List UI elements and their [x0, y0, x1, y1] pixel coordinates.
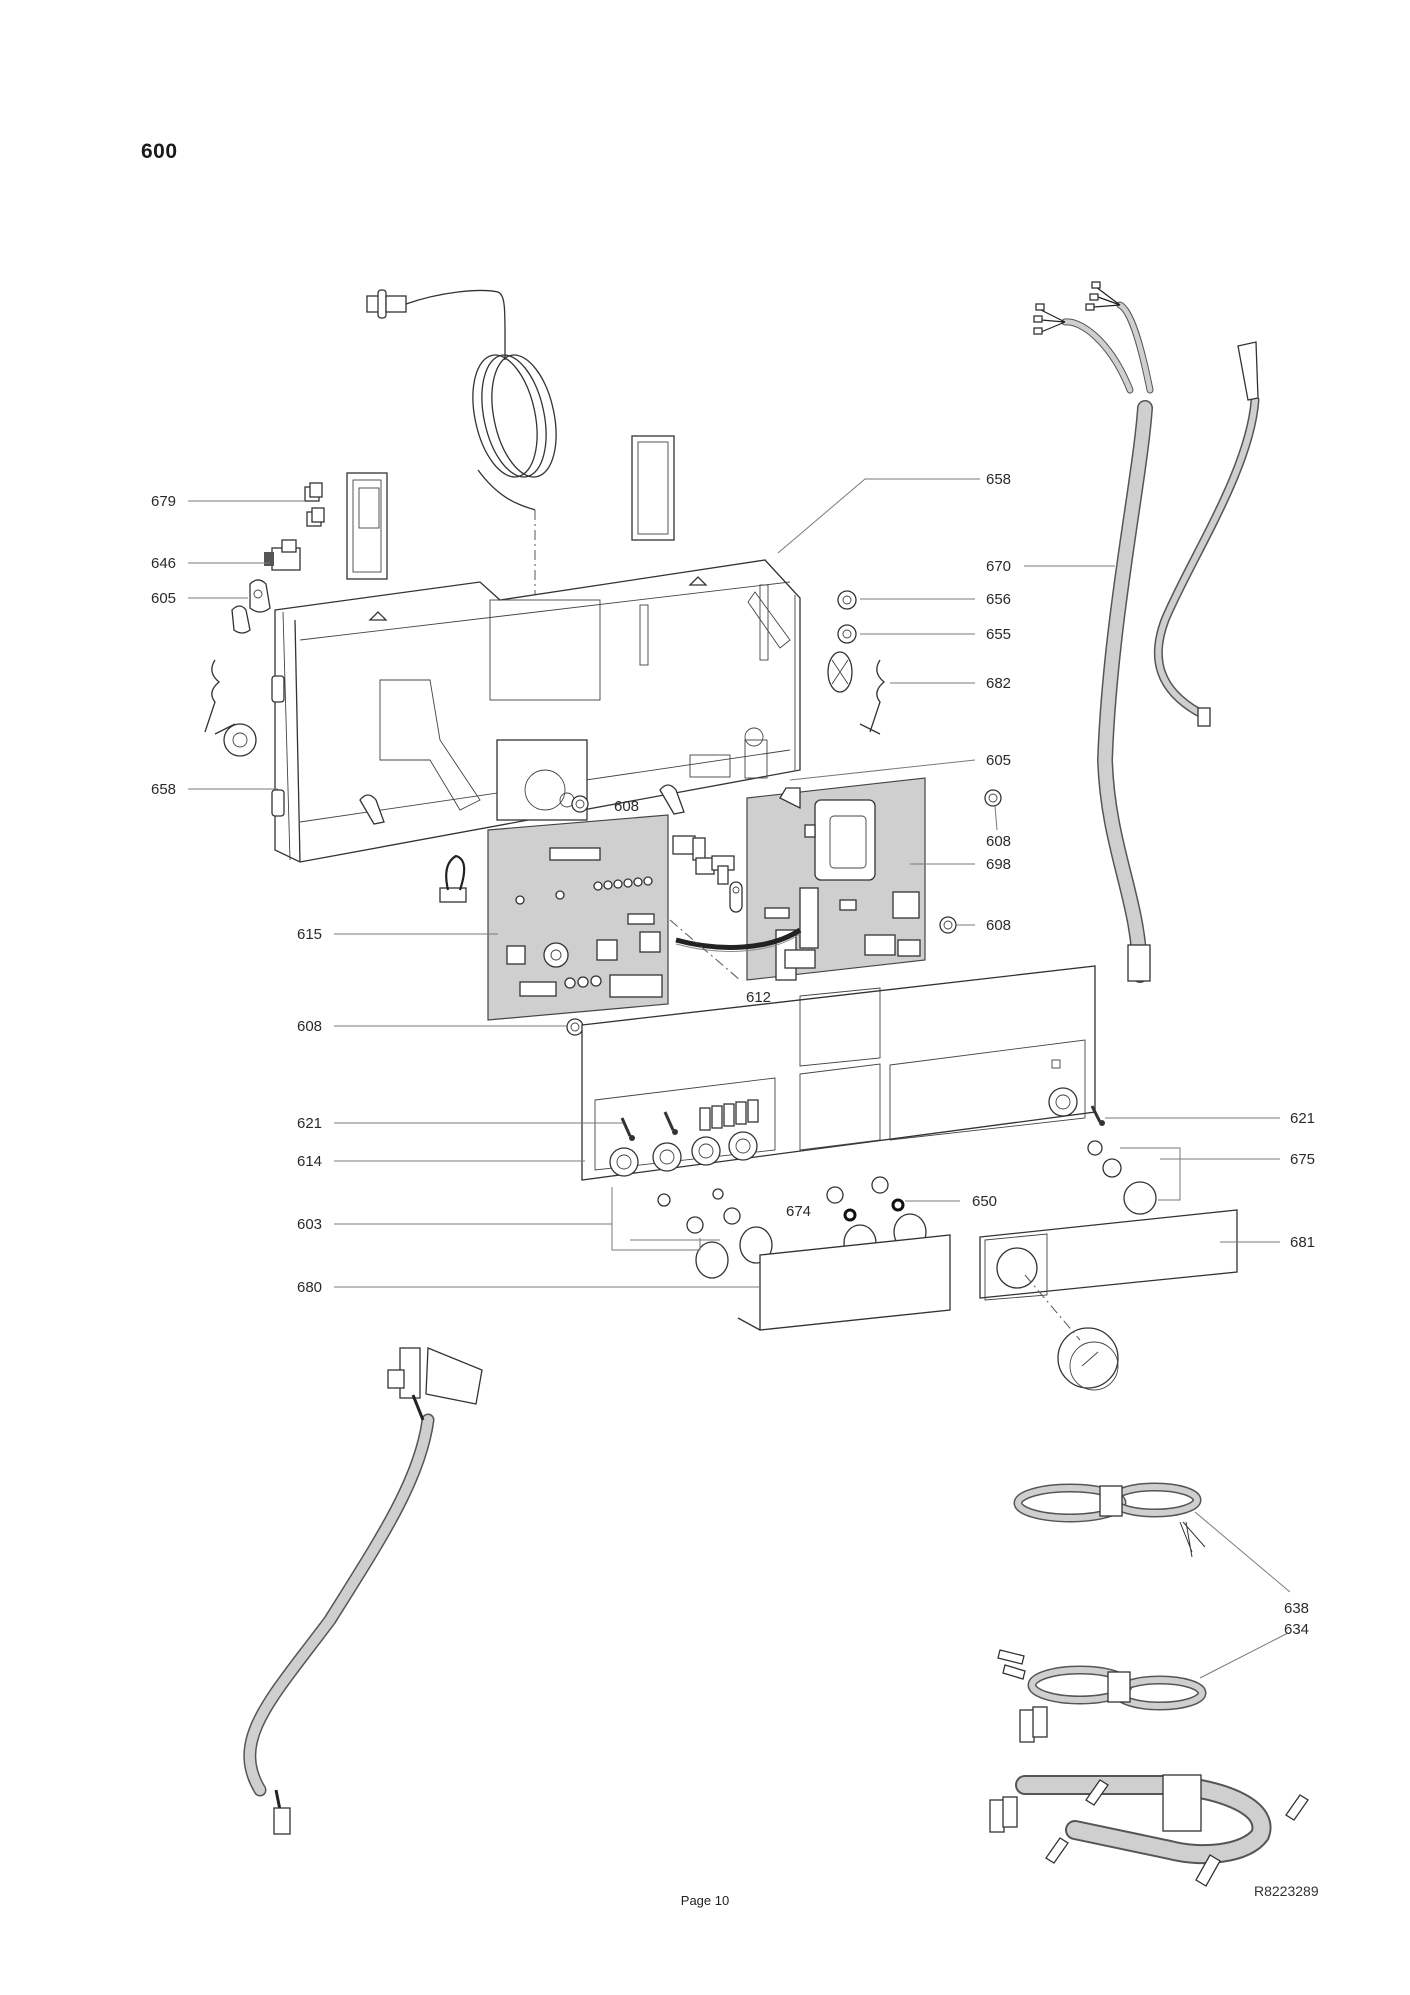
- screws: [620, 1105, 1105, 1141]
- coiled-cable-set-3: [989, 1774, 1309, 1887]
- callout-656: 656: [986, 591, 1011, 608]
- callout-682: 682: [986, 675, 1011, 692]
- page-number: Page 10: [680, 1893, 730, 1908]
- callout-650: 650: [972, 1193, 997, 1210]
- callout-621-left: 621: [297, 1115, 322, 1132]
- callout-646: 646: [151, 555, 176, 572]
- callout-608-left: 608: [297, 1018, 322, 1035]
- main-wiring-harness: [1033, 281, 1154, 983]
- callout-658-right: 658: [986, 471, 1011, 488]
- connector-lead: [243, 1347, 483, 1835]
- display-window-left: [346, 472, 388, 580]
- callout-605-right: 605: [986, 752, 1011, 769]
- left-cover-flap: [737, 1234, 951, 1331]
- interconnect-cable: [669, 919, 802, 981]
- washers: [566, 789, 1002, 1036]
- callout-634: 634: [1284, 1621, 1309, 1638]
- callout-655: 655: [986, 626, 1011, 643]
- pressure-gauge: [1024, 1274, 1119, 1391]
- section-number: 600: [141, 140, 178, 163]
- callout-680: 680: [297, 1279, 322, 1296]
- coiled-cable-set-2: [997, 1649, 1207, 1743]
- sensor-lead: [1153, 341, 1260, 727]
- callout-labels: 679 646 605 658 615 608 621 614 603 680 …: [151, 471, 1315, 1638]
- temperature-sensor-capillary: [366, 289, 557, 620]
- callout-621-right: 621: [1290, 1110, 1315, 1127]
- right-cover-flap: [979, 1209, 1238, 1301]
- control-box-housing: [271, 559, 801, 863]
- main-control-pcb: [746, 777, 926, 981]
- callout-638: 638: [1284, 1600, 1309, 1617]
- callout-608-inline: 608: [614, 798, 639, 815]
- callout-681: 681: [1290, 1234, 1315, 1251]
- callout-615: 615: [297, 926, 322, 943]
- callout-612: 612: [746, 989, 771, 1006]
- front-fascia-panel: [581, 965, 1096, 1181]
- ignition-pcb: [487, 814, 669, 1021]
- callout-698: 698: [986, 856, 1011, 873]
- callout-608-right-b: 608: [986, 917, 1011, 934]
- grommets: [837, 590, 857, 644]
- callout-658-left: 658: [151, 781, 176, 798]
- callout-675: 675: [1290, 1151, 1315, 1168]
- display-window-right: [631, 435, 675, 541]
- callout-603: 603: [297, 1216, 322, 1233]
- callout-670: 670: [986, 558, 1011, 575]
- coiled-cable-set-1: [1013, 1482, 1206, 1558]
- callout-679: 679: [151, 493, 176, 510]
- drawing-reference: R8223289: [1254, 1883, 1319, 1899]
- callout-leaders: [188, 478, 1291, 1679]
- callout-608-right-a: 608: [986, 833, 1011, 850]
- callout-614: 614: [297, 1153, 322, 1170]
- callout-674: 674: [786, 1203, 811, 1220]
- cable-clips: [231, 482, 325, 634]
- retaining-springs: [204, 651, 886, 757]
- middle-connectors: [672, 835, 743, 913]
- callout-605-left: 605: [151, 590, 176, 607]
- earth-loop-wire: [439, 854, 467, 903]
